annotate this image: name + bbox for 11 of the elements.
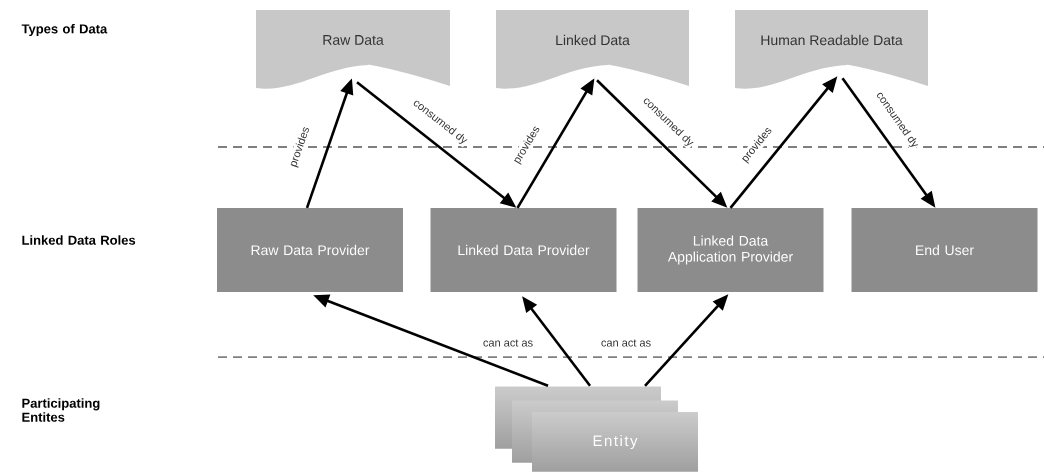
role-box: Linked Data Application Provider [637,208,824,292]
edge-label: provides [287,124,313,170]
section-heading: Participating Entites [22,398,100,422]
entity-stack: Entity [593,435,638,449]
edge-label: can act as [599,338,653,348]
edge-label: can act as [481,338,535,348]
role-box: Linked Data Provider [430,208,617,292]
role-box: Raw Data Provider [217,208,403,292]
section-heading: Types of Data [21,23,108,37]
role-box: End User [851,208,1038,292]
section-heading: Linked Data Roles [22,235,136,245]
